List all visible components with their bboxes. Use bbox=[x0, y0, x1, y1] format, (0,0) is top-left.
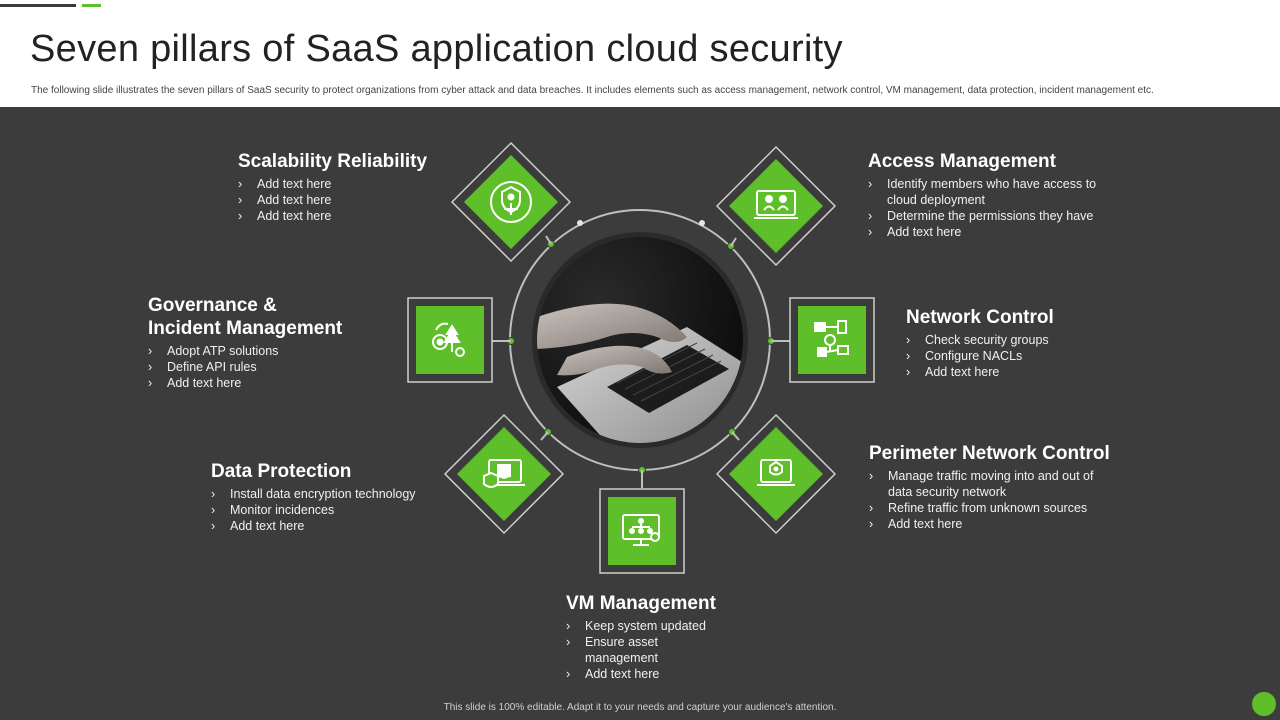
pillar-item: Refine traffic from unknown sources bbox=[869, 500, 1119, 516]
ring-ticks bbox=[492, 235, 790, 488]
network-icon bbox=[814, 320, 849, 357]
pillar-item: Identify members who have access to clou… bbox=[868, 176, 1118, 208]
pillar-vm-management: VM Management Keep system updated Ensure… bbox=[566, 592, 746, 682]
tile-scalability[interactable] bbox=[450, 141, 572, 263]
center-photo bbox=[532, 232, 748, 448]
shield-scale-icon bbox=[490, 181, 532, 223]
tile-vm-management[interactable] bbox=[599, 488, 685, 574]
pillar-item: Add text here bbox=[211, 518, 451, 534]
tile-network-control[interactable] bbox=[789, 297, 875, 383]
pillar-heading: VM Management bbox=[566, 593, 716, 614]
pillar-item: Ensure asset management bbox=[566, 634, 695, 666]
pillar-item: Add text here bbox=[868, 224, 1118, 240]
ring-endpoints bbox=[577, 220, 705, 226]
pillar-heading: Perimeter Network Control bbox=[869, 443, 1110, 464]
pillar-item: Add text here bbox=[238, 208, 458, 224]
pillar-item: Add text here bbox=[148, 375, 388, 391]
pillar-item: Add text here bbox=[906, 364, 1126, 380]
page-title: Seven pillars of SaaS application cloud … bbox=[30, 28, 843, 70]
pillar-item: Install data encryption technology bbox=[211, 486, 451, 502]
pillar-heading: Access Management bbox=[868, 151, 1056, 172]
pillar-heading: Governance &Incident Management bbox=[148, 295, 343, 339]
pillar-item: Adopt ATP solutions bbox=[148, 343, 388, 359]
footer-note: This slide is 100% editable. Adapt it to… bbox=[443, 702, 837, 713]
top-accent-bar-green bbox=[82, 4, 101, 7]
corner-dot bbox=[1252, 692, 1276, 716]
page-subtitle: The following slide illustrates the seve… bbox=[31, 85, 1154, 96]
laptop-network-icon bbox=[757, 459, 795, 486]
pillar-item: Define API rules bbox=[148, 359, 388, 375]
pillar-item: Configure NACLs bbox=[906, 348, 1126, 364]
tile-governance[interactable] bbox=[407, 297, 493, 383]
pillar-scalability: Scalability Reliability Add text here Ad… bbox=[238, 150, 458, 224]
pillar-item: Monitor incidences bbox=[211, 502, 451, 518]
pillar-item: Add text here bbox=[566, 666, 746, 682]
pillar-item: Manage traffic moving into and out of da… bbox=[869, 468, 1119, 500]
pillar-item: Add text here bbox=[238, 192, 458, 208]
pillar-heading: Network Control bbox=[906, 307, 1054, 328]
tile-perimeter-network[interactable] bbox=[715, 413, 837, 535]
pillar-network-control: Network Control Check security groups Co… bbox=[906, 306, 1126, 380]
pillar-item: Add text here bbox=[869, 516, 1119, 532]
pillar-item: Add text here bbox=[238, 176, 458, 192]
pillar-governance: Governance &Incident Management Adopt AT… bbox=[148, 294, 388, 391]
top-accent-bar-dark bbox=[0, 4, 76, 7]
monitor-gear-icon bbox=[622, 514, 660, 546]
tile-access-management[interactable] bbox=[715, 145, 837, 267]
pillar-item: Determine the permissions they have bbox=[868, 208, 1118, 224]
laptop-shield-icon bbox=[483, 459, 525, 488]
monitor-users-icon bbox=[754, 190, 798, 219]
pillar-heading: Scalability Reliability bbox=[238, 151, 428, 172]
pillar-item: Check security groups bbox=[906, 332, 1126, 348]
gear-tree-icon bbox=[432, 322, 465, 357]
pillar-perimeter-network: Perimeter Network Control Manage traffic… bbox=[869, 442, 1119, 532]
pillar-data-protection: Data Protection Install data encryption … bbox=[211, 460, 451, 534]
pillar-access-management: Access Management Identify members who h… bbox=[868, 150, 1118, 240]
pillar-heading: Data Protection bbox=[211, 461, 352, 482]
laptop-typing-photo bbox=[537, 237, 743, 443]
pillar-item: Keep system updated bbox=[566, 618, 746, 634]
tile-data-protection[interactable] bbox=[443, 413, 565, 535]
